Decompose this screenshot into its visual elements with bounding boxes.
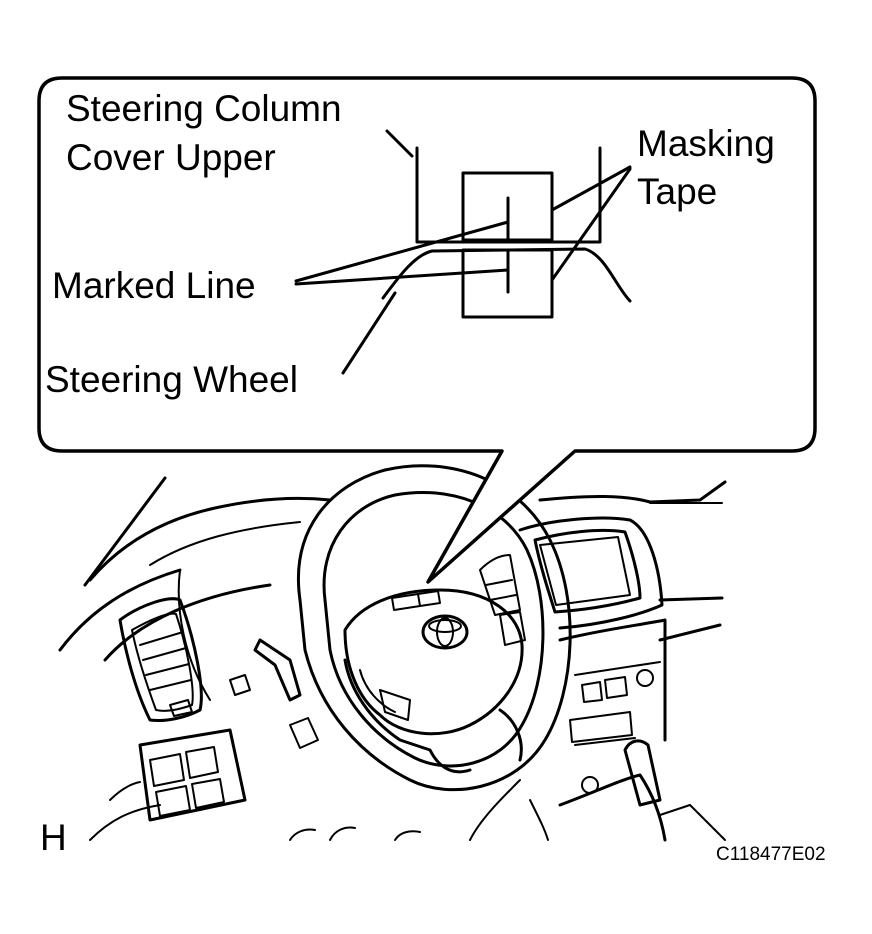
view-label: H	[40, 817, 67, 858]
navigation-screen	[539, 536, 631, 606]
left-air-vent	[118, 597, 203, 722]
left-switch-panel	[89, 728, 247, 841]
label-masking-line1: Masking	[637, 123, 775, 164]
dashboard-illustration	[58, 464, 727, 842]
label-steering-wheel: Steering Wheel	[45, 359, 298, 400]
label-tape-line2: Tape	[637, 171, 717, 212]
detail-drawing	[294, 129, 632, 375]
leader-marked-line-1	[294, 220, 510, 283]
label-steering-column-line1: Steering Column	[66, 88, 342, 129]
leader-marked-line-2	[294, 268, 510, 286]
leader-masking-tape-2	[550, 167, 632, 282]
center-console	[479, 516, 667, 794]
label-cover-upper-line2: Cover Upper	[66, 137, 276, 178]
figure-code: C118477E02	[716, 844, 826, 865]
steering-wheel	[297, 464, 572, 792]
shift-lever	[623, 739, 662, 807]
leader-column-cover	[385, 129, 414, 158]
toyota-logo-icon	[421, 614, 469, 650]
masking-tape-wheel-mark	[391, 593, 421, 611]
column-cover-outline	[415, 146, 602, 244]
label-marked-line: Marked Line	[52, 265, 256, 306]
leader-steering-wheel	[341, 291, 397, 375]
leader-masking-tape-1	[550, 165, 632, 212]
callout-bubble	[37, 76, 817, 584]
